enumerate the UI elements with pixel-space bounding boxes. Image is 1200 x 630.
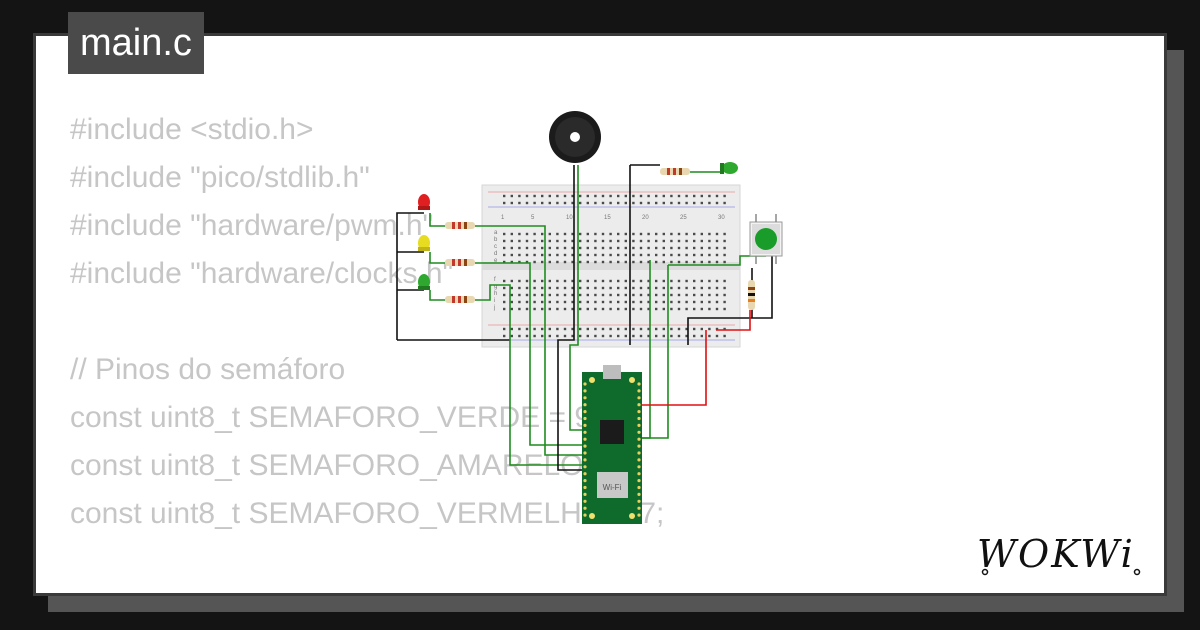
pushbutton xyxy=(749,214,783,264)
code-line: #include <stdio.h> xyxy=(70,113,314,146)
code-line: #include "hardware/clocks.h" xyxy=(70,257,454,290)
breadboard-row-label: e xyxy=(494,258,498,264)
code-line: const uint8_t SEMAFORO_VERMELHO = 7; xyxy=(70,497,665,530)
resistor xyxy=(445,222,475,229)
brand-logo-text: WOKWi xyxy=(977,532,1135,576)
resistor xyxy=(445,296,475,303)
breadboard-row-label: a xyxy=(494,230,498,236)
code-block: #include <stdio.h> #include "pico/stdlib… xyxy=(70,106,665,593)
code-line xyxy=(70,538,664,586)
file-tab[interactable]: main.c xyxy=(68,12,204,74)
code-line: // Pinos do semáforo xyxy=(70,353,346,386)
resistor xyxy=(748,280,755,310)
breadboard-row-label: c xyxy=(494,244,497,250)
breadboard-col-label: 15 xyxy=(604,215,611,221)
buzzer xyxy=(549,111,601,163)
breadboard-col-label: 1 xyxy=(501,215,505,221)
breadboard-row-label: j xyxy=(493,305,495,311)
resistor xyxy=(660,168,690,175)
resistor xyxy=(445,259,475,266)
breadboard-col-label: 5 xyxy=(531,215,535,221)
wires xyxy=(396,164,773,471)
code-line: const uint8_t SEMAFORO_VERDE = 9; xyxy=(70,401,600,434)
breadboard: 1 5 10 15 20 25 30 a b c d e f g h i j xyxy=(481,184,741,348)
pico-w-board: Wi-Fi xyxy=(582,365,642,524)
breadboard-col-label: 10 xyxy=(566,215,573,221)
breadboard-row-label: f xyxy=(494,277,496,283)
breadboard-row-label: h xyxy=(494,291,497,297)
breadboard-row-label: g xyxy=(494,284,497,290)
code-line: #include "pico/stdlib.h" xyxy=(70,161,370,194)
breadboard-col-label: 30 xyxy=(718,215,725,221)
breadboard-row-label: d xyxy=(494,251,497,257)
led-red xyxy=(418,194,430,210)
circuit-diagram: 1 5 10 15 20 25 30 a b c d e f g h i j xyxy=(396,111,783,524)
breadboard-col-label: 25 xyxy=(680,215,687,221)
code-line: // Pinos do buzzer xyxy=(70,586,664,593)
led-yellow xyxy=(418,235,430,251)
breadboard-row-label: i xyxy=(494,298,495,304)
breadboard-row-label: b xyxy=(494,237,498,243)
led-green xyxy=(418,274,430,290)
board-label: Wi-Fi xyxy=(603,483,622,492)
code-line: #include "hardware/pwm.h" xyxy=(70,209,434,242)
wokwi-logo-icon: WOKWi xyxy=(977,532,1141,576)
breadboard-col-label: 20 xyxy=(642,215,649,221)
led-green-top xyxy=(720,162,738,174)
